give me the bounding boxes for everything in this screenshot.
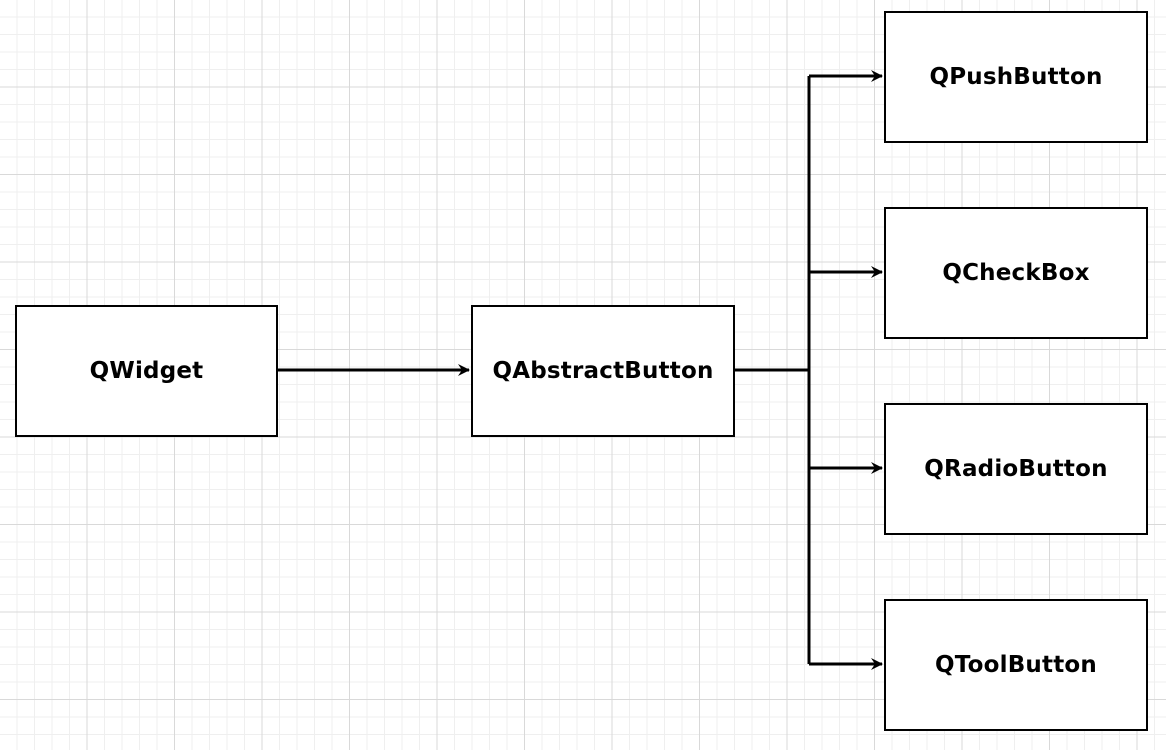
node-qradiobutton: QRadioButton [884,403,1148,535]
node-qpushbutton-label: QPushButton [929,64,1103,90]
node-qabstractbutton-label: QAbstractButton [492,358,714,384]
node-qtoolbutton: QToolButton [884,599,1148,731]
node-qcheckbox: QCheckBox [884,207,1148,339]
node-qradiobutton-label: QRadioButton [924,456,1108,482]
node-qcheckbox-label: QCheckBox [942,260,1090,286]
node-qwidget: QWidget [15,305,278,437]
node-qpushbutton: QPushButton [884,11,1148,143]
node-qwidget-label: QWidget [89,358,204,384]
node-qtoolbutton-label: QToolButton [935,652,1097,678]
node-qabstractbutton: QAbstractButton [471,305,735,437]
